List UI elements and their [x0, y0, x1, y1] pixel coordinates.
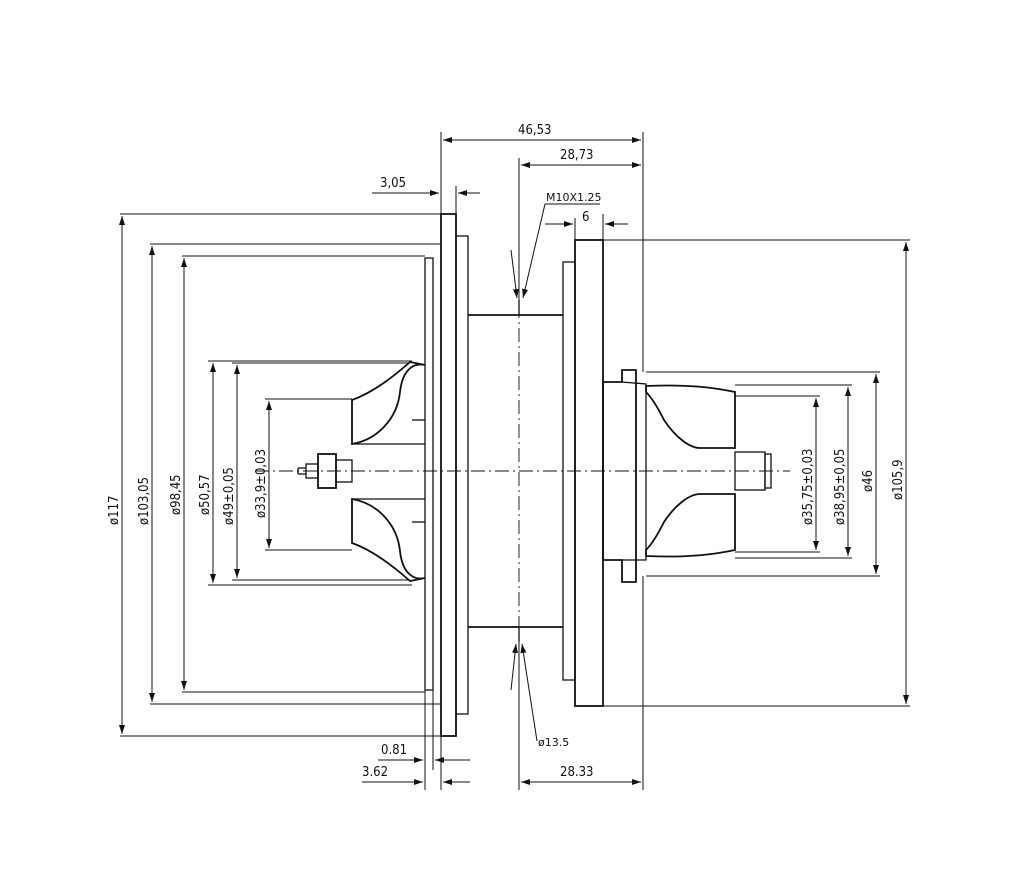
dim-l46-53: 46,53 [518, 123, 551, 138]
dim-l0-81: 0.81 [381, 743, 407, 758]
dim-d46: ø46 [861, 470, 876, 492]
dim-d98-45: ø98,45 [169, 474, 184, 515]
left-diameter-dims: ø117 ø103,05 ø98,45 ø50,57 ø49±0,05 ø33,… [107, 213, 441, 737]
bottom-length-dims: 0.81 3.62 ø13.5 28.33 [362, 576, 644, 790]
shaft [468, 300, 563, 642]
dim-l3-62: 3.62 [362, 765, 388, 780]
dim-d105-9: ø105,9 [891, 459, 906, 500]
dim-d50-57: ø50,57 [198, 474, 213, 515]
dim-d35-75: ø35,75±0,03 [801, 449, 816, 525]
dim-d117: ø117 [107, 496, 122, 525]
dim-thread: M10X1.25 [546, 191, 602, 204]
right-diameter-dims: ø105,9 ø46 ø38,95±0,05 ø35,75±0,03 [603, 239, 910, 707]
compressor-wheel [297, 213, 469, 737]
dim-d13-5: ø13.5 [538, 736, 569, 749]
top-length-dims: 46,53 28,73 3,05 M10X1.25 6 [372, 123, 644, 372]
dim-l28-33: 28.33 [560, 765, 593, 780]
dim-l28-73: 28,73 [560, 148, 593, 163]
dim-d33-9: ø33,9±0,03 [254, 449, 269, 518]
dim-d103-05: ø103,05 [137, 477, 152, 525]
dim-l6: 6 [582, 210, 589, 225]
dim-d49: ø49±0,05 [222, 467, 237, 525]
dim-l3-05: 3,05 [380, 176, 406, 191]
turbine-wheel [562, 239, 772, 707]
dim-d38-95: ø38,95±0,05 [833, 449, 848, 525]
